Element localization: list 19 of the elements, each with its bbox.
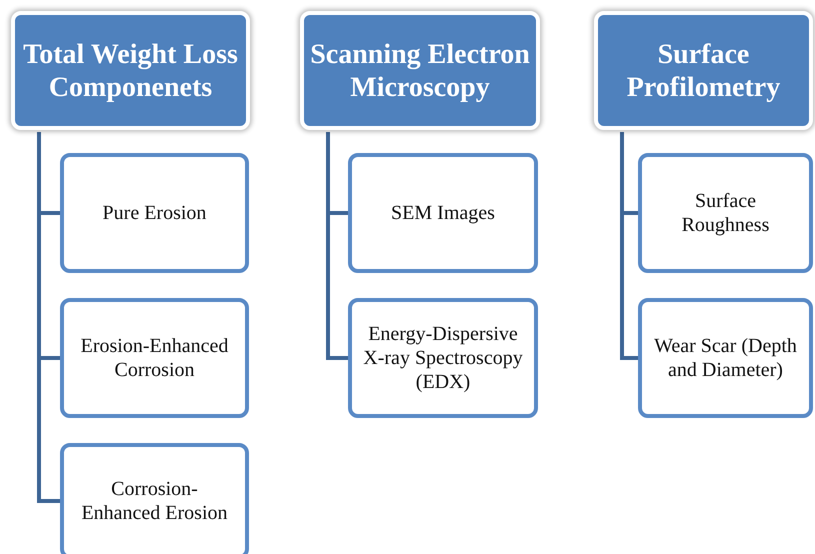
node-label: Pure Erosion [102,201,206,225]
item-box [348,298,538,418]
node-label: Energy-Dispersive X-ray Spectroscopy (EDX) [362,322,524,394]
item-box [60,443,249,554]
item-box [60,298,249,418]
connector-line [620,132,638,360]
node-label: SEM Images [391,201,495,225]
item-box [638,153,813,273]
node-label: Wear Scar (Depth and Diameter) [653,334,798,382]
item-box [348,153,538,273]
node-label: Surface Profilometry [626,38,782,104]
node-label: Total Weight Loss Componenets [22,38,239,104]
node-label: Corrosion-Enhanced Erosion [80,477,229,525]
connector-line [37,132,60,503]
item-box [60,153,249,273]
node-label: Surface Roughness [680,189,770,237]
node-label: Scanning Electron Microscopy [309,38,531,104]
node-label: Erosion-Enhanced Corrosion [80,334,230,382]
item-box [638,298,813,418]
